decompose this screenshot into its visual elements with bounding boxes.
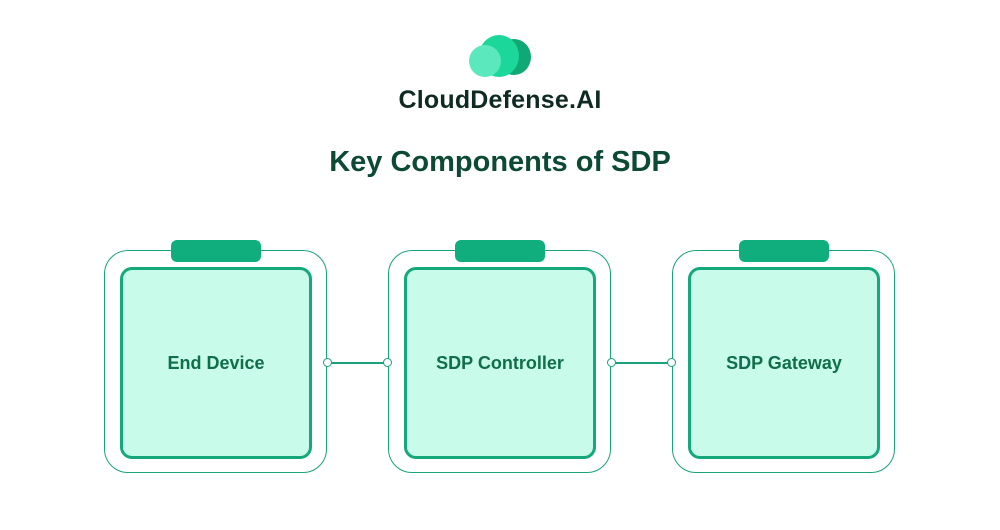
- component-label: SDP Controller: [436, 352, 564, 373]
- connector-node-1b: [383, 358, 392, 367]
- component-tab-sdp-gateway: [739, 240, 829, 262]
- component-tab-sdp-controller: [455, 240, 545, 262]
- diagram-title: Key Components of SDP: [329, 146, 671, 178]
- cloud-logo-icon: [465, 34, 535, 80]
- connector-node-1a: [323, 358, 332, 367]
- connector-node-2a: [607, 358, 616, 367]
- brand-name: CloudDefense.AI: [398, 86, 602, 114]
- component-label: SDP Gateway: [726, 352, 842, 373]
- connector-node-2b: [667, 358, 676, 367]
- connector-line-1: [329, 362, 387, 364]
- component-sdp-controller: SDP Controller: [404, 267, 596, 459]
- component-tab-end-device: [171, 240, 261, 262]
- component-sdp-gateway: SDP Gateway: [688, 267, 880, 459]
- component-label: End Device: [167, 352, 265, 373]
- connector-line-2: [613, 362, 671, 364]
- component-end-device: End Device: [120, 267, 312, 459]
- logo-circle-light: [469, 45, 501, 77]
